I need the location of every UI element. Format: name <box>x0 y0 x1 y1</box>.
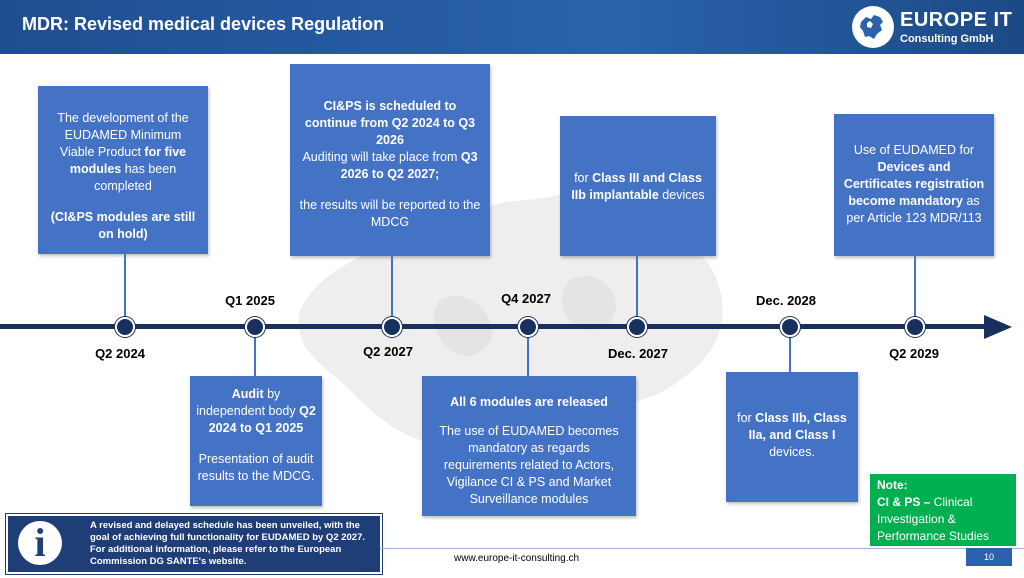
timeline-dot-dec-2028 <box>780 317 800 337</box>
page-title: MDR: Revised medical devices Regulation <box>22 14 385 34</box>
connector-q2-2029 <box>914 256 916 316</box>
date-label-dec-2028: Dec. 2028 <box>756 293 816 308</box>
note-box: Note: CI & PS – Clinical Investigation &… <box>870 474 1016 546</box>
date-label-q4-2027: Q4 2027 <box>501 291 551 306</box>
footer-url[interactable]: www.europe-it-consulting.ch <box>454 553 580 564</box>
milestone-box-dec-2028: for Class IIb, Class IIa, and Class I de… <box>726 372 858 502</box>
milestone-box-q2-2024: The development of the EUDAMED Minimum V… <box>38 86 208 254</box>
date-label-q2-2024: Q2 2024 <box>95 346 145 361</box>
page-number: 10 <box>966 548 1012 566</box>
milestone-dec-2028-text: for Class IIb, Class IIa, and Class I de… <box>737 411 847 459</box>
logo-name: EUROPE IT <box>900 9 1013 31</box>
header-bar: MDR: Revised medical devices Regulation … <box>0 0 1024 54</box>
date-label-dec-2027: Dec. 2027 <box>608 346 668 361</box>
milestone-q2-2027-audit: Auditing will take place from Q3 2026 to… <box>302 150 478 181</box>
info-icon: i <box>18 520 62 565</box>
milestone-q4-2027-text: The use of EUDAMED becomes mandatory as … <box>439 424 619 506</box>
date-label-q2-2029: Q2 2029 <box>889 346 939 361</box>
connector-q2-2024 <box>124 254 126 316</box>
footer-divider <box>380 548 1024 549</box>
connector-q2-2027 <box>391 256 393 316</box>
info-banner: i A revised and delayed schedule has bee… <box>6 514 382 574</box>
milestone-box-q4-2027: All 6 modules are released The use of EU… <box>422 376 636 516</box>
timeline-dot-q2-2024 <box>115 317 135 337</box>
milestone-q2-2024-text: The development of the EUDAMED Minimum V… <box>57 111 189 193</box>
milestone-box-q2-2027: CI&PS is scheduled to continue from Q2 2… <box>290 64 490 256</box>
milestone-box-q2-2029: Use of EUDAMED for Devices and Certifica… <box>834 114 994 256</box>
milestone-q1-2025-audit: Audit by independent body Q2 2024 to Q1 … <box>196 387 316 435</box>
milestone-q2-2027-results: the results will be reported to the MDCG <box>299 198 481 229</box>
note-text: CI & PS – Clinical Investigation & Perfo… <box>877 495 990 543</box>
connector-q1-2025 <box>254 336 256 376</box>
timeline-dot-q2-2027 <box>382 317 402 337</box>
connector-q4-2027 <box>527 336 529 376</box>
milestone-box-q1-2025: Audit by independent body Q2 2024 to Q1 … <box>190 376 322 506</box>
milestone-q2-2029-text: Use of EUDAMED for Devices and Certifica… <box>843 143 985 225</box>
date-label-q2-2027: Q2 2027 <box>363 344 413 359</box>
note-title: Note: <box>877 478 908 492</box>
milestone-q2-2024-note: (CI&PS modules are still on hold) <box>50 210 196 241</box>
milestone-dec-2027-text: for Class III and Class IIb implantable … <box>571 171 705 202</box>
date-label-q1-2025: Q1 2025 <box>225 293 275 308</box>
milestone-q2-2027-title: CI&PS is scheduled to continue from Q2 2… <box>304 99 476 147</box>
info-text: A revised and delayed schedule has been … <box>90 520 366 567</box>
timeline-dot-q2-2029 <box>905 317 925 337</box>
connector-dec-2028 <box>789 336 791 372</box>
europe-globe-icon <box>852 6 894 48</box>
timeline-dot-dec-2027 <box>627 317 647 337</box>
company-logo: EUROPE IT Consulting GmbH <box>852 6 1022 50</box>
timeline-dot-q4-2027 <box>518 317 538 337</box>
milestone-q4-2027-title: All 6 modules are released <box>450 395 608 409</box>
logo-subtitle: Consulting GmbH <box>900 33 994 45</box>
timeline-axis <box>0 324 988 329</box>
milestone-box-dec-2027: for Class III and Class IIb implantable … <box>560 116 716 256</box>
milestone-q1-2025-presentation: Presentation of audit results to the MDC… <box>197 452 315 483</box>
connector-dec-2027 <box>636 256 638 316</box>
timeline-arrow-icon <box>984 315 1012 339</box>
timeline-dot-q1-2025 <box>245 317 265 337</box>
